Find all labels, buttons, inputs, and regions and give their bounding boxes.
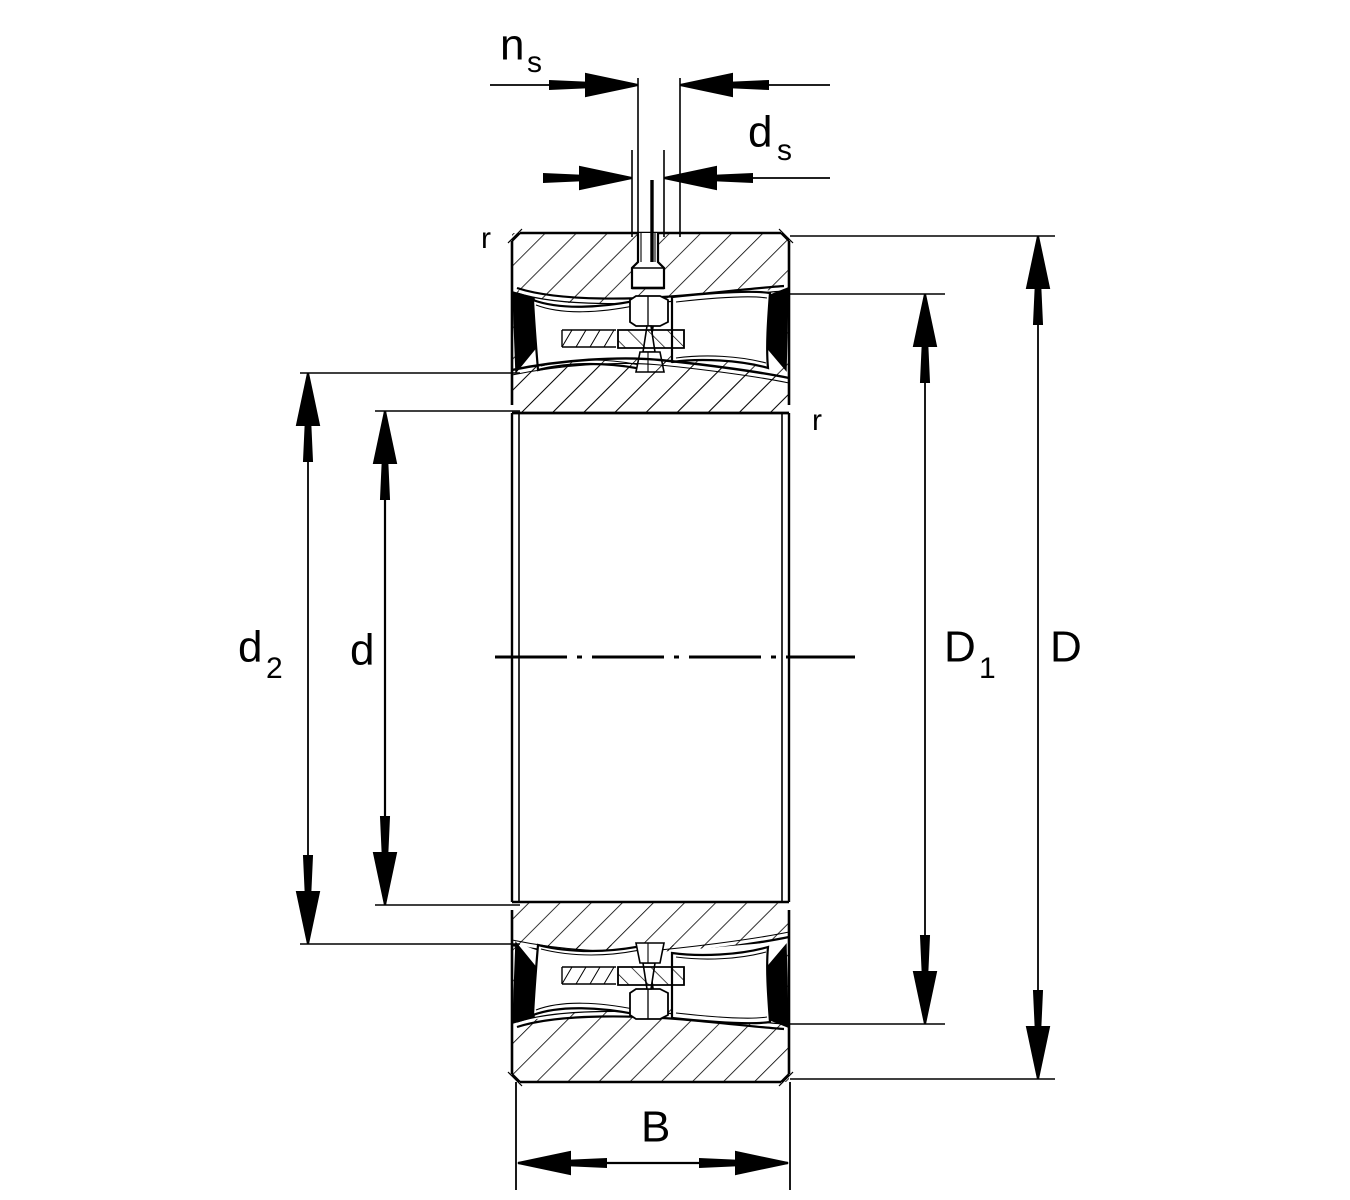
dimension-d2 bbox=[296, 372, 520, 945]
label-ns: n s bbox=[500, 21, 542, 79]
label-B-symbol: B bbox=[641, 1103, 670, 1152]
label-ns-symbol: n bbox=[500, 21, 524, 70]
roller-lower-right bbox=[670, 945, 772, 1025]
label-d-symbol: d bbox=[350, 626, 374, 675]
roller-upper-right bbox=[670, 290, 772, 370]
dimension-ds bbox=[543, 150, 830, 237]
dimension-D bbox=[790, 235, 1055, 1080]
label-B: B bbox=[641, 1103, 670, 1152]
label-r-top-left: r bbox=[481, 222, 491, 255]
label-ns-subscript: s bbox=[527, 46, 542, 79]
label-D1-subscript: 1 bbox=[979, 652, 996, 685]
label-d2-subscript: 2 bbox=[266, 652, 283, 685]
label-d: d bbox=[350, 626, 374, 675]
inner-ring-upper bbox=[511, 357, 790, 415]
label-r-top-left-text: r bbox=[481, 222, 491, 255]
lubrication-hole bbox=[630, 180, 666, 290]
bore-surface bbox=[510, 413, 791, 902]
dimension-B bbox=[515, 1082, 791, 1190]
label-r-right: r bbox=[812, 404, 822, 437]
cage-bar-upper bbox=[561, 329, 616, 348]
dimension-D1 bbox=[784, 293, 945, 1025]
roller-lower-left bbox=[531, 943, 656, 1017]
label-ds-subscript: s bbox=[777, 134, 792, 167]
cage-upper bbox=[617, 295, 685, 373]
label-ds-symbol: d bbox=[748, 108, 772, 157]
label-r-right-text: r bbox=[812, 404, 822, 437]
label-D: D bbox=[1050, 623, 1082, 672]
label-ds: d s bbox=[748, 108, 792, 167]
inner-ring-lower bbox=[511, 900, 790, 958]
label-D1: D 1 bbox=[944, 623, 996, 685]
label-d2-symbol: d bbox=[238, 623, 262, 672]
dimension-d bbox=[373, 410, 520, 906]
cage-bar-lower bbox=[561, 966, 616, 985]
label-D-symbol: D bbox=[1050, 623, 1082, 672]
label-d2: d 2 bbox=[238, 623, 283, 685]
dimension-ns bbox=[490, 73, 830, 237]
label-D1-symbol: D bbox=[944, 623, 976, 672]
cage-lower bbox=[617, 942, 685, 1020]
